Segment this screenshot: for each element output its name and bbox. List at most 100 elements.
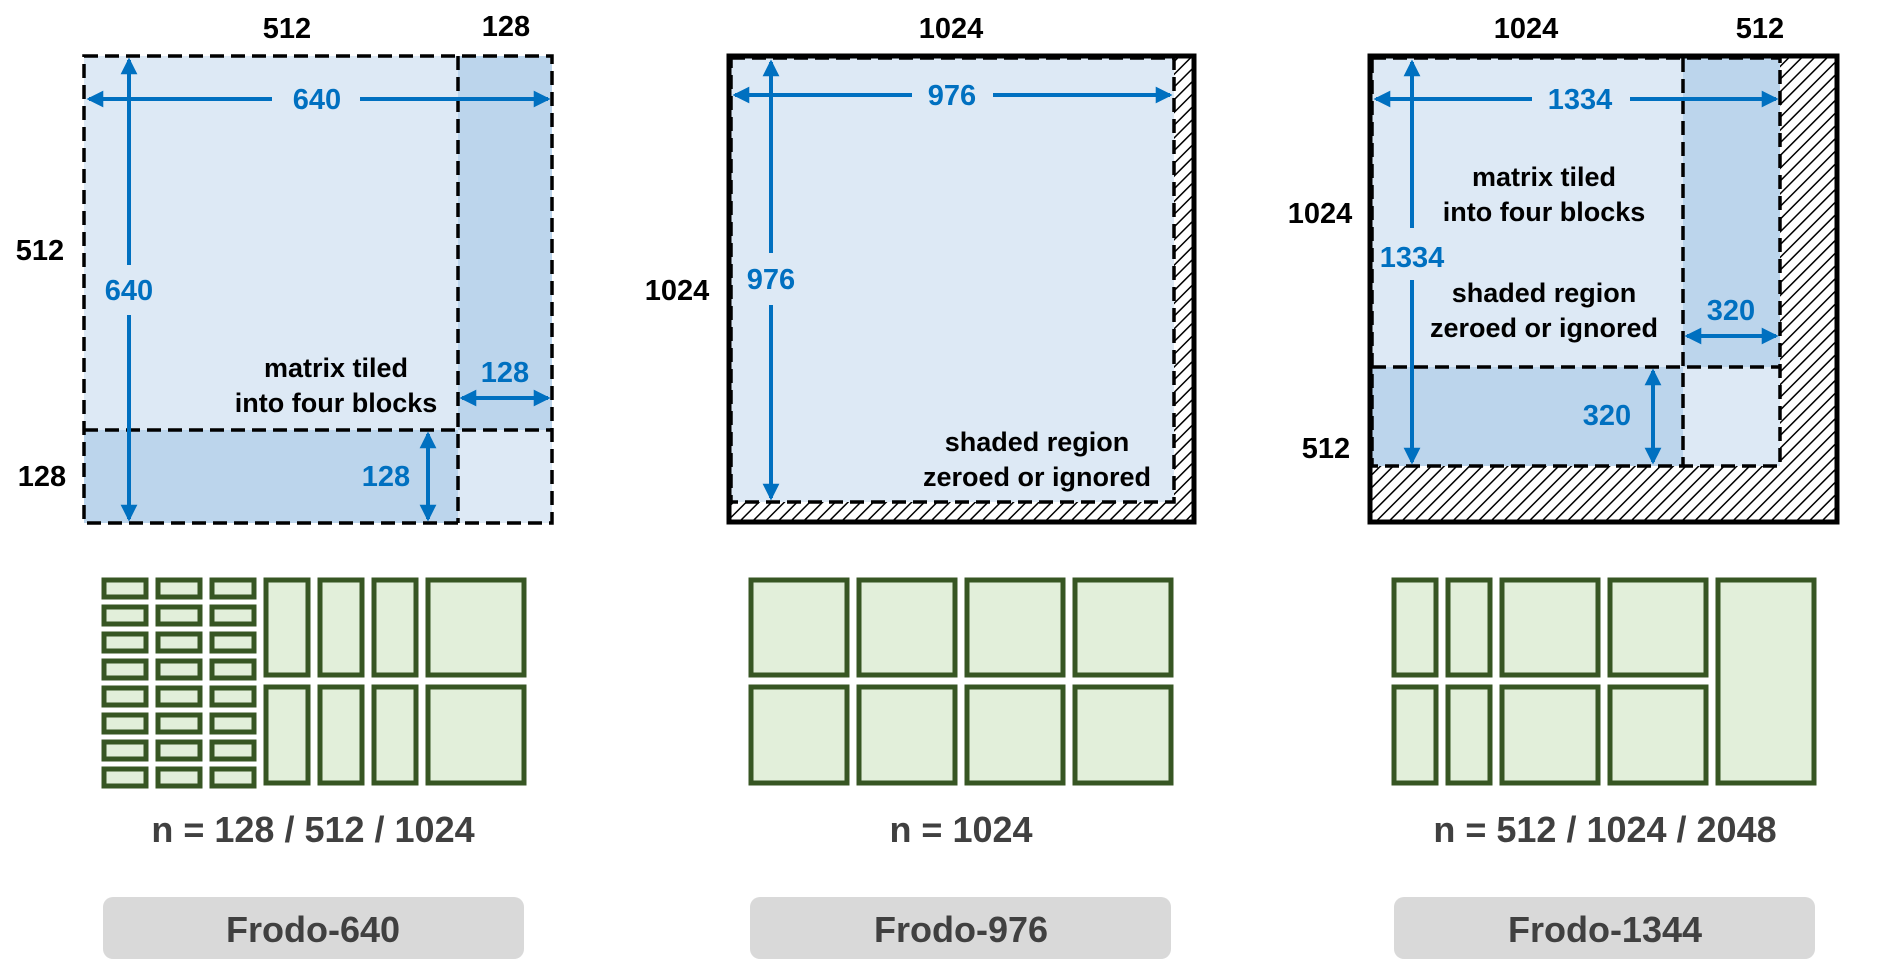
tile — [1499, 684, 1601, 786]
frodo-976-button[interactable]: Frodo-976 — [750, 897, 1171, 959]
note2-line-2: zeroed or ignored — [1430, 313, 1658, 343]
tile — [1391, 577, 1439, 678]
tile — [1072, 577, 1174, 678]
frodo-640-button[interactable]: Frodo-640 — [103, 897, 524, 959]
tile — [964, 684, 1066, 786]
tile — [1607, 577, 1709, 678]
tile — [101, 631, 149, 654]
left-label-128: 128 — [18, 461, 66, 493]
tile — [101, 685, 149, 708]
vertical-640-label: 640 — [105, 275, 153, 307]
tile — [209, 604, 257, 627]
tile — [263, 577, 311, 678]
tile — [155, 712, 203, 735]
vertical-976-label: 976 — [747, 264, 795, 296]
horizontal-320-label: 320 — [1707, 295, 1755, 327]
tile — [209, 712, 257, 735]
tile — [101, 766, 149, 789]
n-values-label: n = 512 / 1024 / 2048 — [1433, 809, 1776, 850]
note-line-2: into four blocks — [235, 388, 438, 418]
note-line-1: matrix tiled — [1472, 162, 1616, 192]
horizontal-640-label: 640 — [293, 84, 341, 116]
tile — [155, 766, 203, 789]
vertical-320-label: 320 — [1583, 400, 1631, 432]
note2-line-1: shaded region — [1452, 278, 1637, 308]
tile — [1499, 577, 1601, 678]
tile — [371, 577, 419, 678]
tile-grid-frodo-976 — [748, 577, 1174, 786]
frodo-1344-button[interactable]: Frodo-1344 — [1394, 897, 1815, 959]
note-line-1: shaded region — [945, 427, 1130, 457]
right-strip-block — [458, 56, 552, 430]
tile — [155, 658, 203, 681]
tile — [425, 684, 527, 786]
tile — [371, 684, 419, 786]
tile — [209, 739, 257, 762]
tile — [209, 631, 257, 654]
frodo-1344-button-label: Frodo-1344 — [1508, 909, 1702, 950]
frodo-976-button-label: Frodo-976 — [874, 909, 1048, 950]
left-label-512: 512 — [1302, 433, 1350, 465]
bottom-strip-block — [1372, 367, 1683, 466]
top-label-512: 512 — [1736, 13, 1784, 45]
tile — [1391, 684, 1439, 786]
bottom-strip-block — [84, 430, 458, 523]
tile — [317, 684, 365, 786]
top-label-1024: 1024 — [1494, 13, 1559, 45]
tile — [155, 604, 203, 627]
tile — [856, 684, 958, 786]
tile — [209, 685, 257, 708]
n-values-label: n = 128 / 512 / 1024 — [151, 809, 474, 850]
tile — [1445, 577, 1493, 678]
tile — [263, 684, 311, 786]
tile — [317, 577, 365, 678]
tile — [1715, 577, 1817, 786]
note-line-2: into four blocks — [1443, 197, 1646, 227]
note-line-2: zeroed or ignored — [923, 462, 1151, 492]
tile — [101, 604, 149, 627]
left-label-1024: 1024 — [1288, 198, 1353, 230]
tile — [1072, 684, 1174, 786]
tile — [964, 577, 1066, 678]
top-label-128: 128 — [482, 11, 530, 43]
n-values-label: n = 1024 — [889, 809, 1032, 850]
tile — [155, 577, 203, 600]
panel-frodo-976: 1024 1024 976 976 shaded region zeroed o… — [645, 13, 1197, 959]
frodo-640-button-label: Frodo-640 — [226, 909, 400, 950]
tile — [209, 766, 257, 789]
tile — [101, 712, 149, 735]
tile — [209, 658, 257, 681]
horizontal-128-label: 128 — [481, 357, 529, 389]
tile — [101, 577, 149, 600]
left-label-1024: 1024 — [645, 275, 710, 307]
tile — [101, 658, 149, 681]
tile — [101, 739, 149, 762]
horizontal-976-label: 976 — [928, 80, 976, 112]
tile — [425, 577, 527, 678]
tile-grid-frodo-1344 — [1391, 577, 1817, 786]
tile — [1607, 684, 1709, 786]
vertical-1334-label: 1334 — [1380, 242, 1445, 274]
tile — [748, 684, 850, 786]
top-label-1024: 1024 — [919, 13, 984, 45]
matrix-frodo-640 — [82, 54, 554, 525]
tile — [748, 577, 850, 678]
tile — [155, 739, 203, 762]
tile-grid-frodo-640 — [101, 577, 527, 789]
tile — [155, 685, 203, 708]
tile — [1445, 684, 1493, 786]
tile — [856, 577, 958, 678]
left-label-512: 512 — [16, 235, 64, 267]
right-strip-block — [1683, 58, 1780, 367]
tile — [209, 577, 257, 600]
top-label-512: 512 — [263, 13, 311, 45]
matrix-frodo-1344 — [1367, 53, 1840, 525]
panel-frodo-1344: 1024 512 1024 512 1334 1334 320 320 matr… — [1288, 13, 1840, 959]
horizontal-1334-label: 1334 — [1548, 84, 1613, 116]
vertical-128-label: 128 — [362, 461, 410, 493]
note-line-1: matrix tiled — [264, 353, 408, 383]
matrix-frodo-976 — [726, 53, 1197, 525]
panel-frodo-640: 512 128 512 128 640 640 128 128 matrix t… — [16, 11, 554, 959]
tile — [155, 631, 203, 654]
